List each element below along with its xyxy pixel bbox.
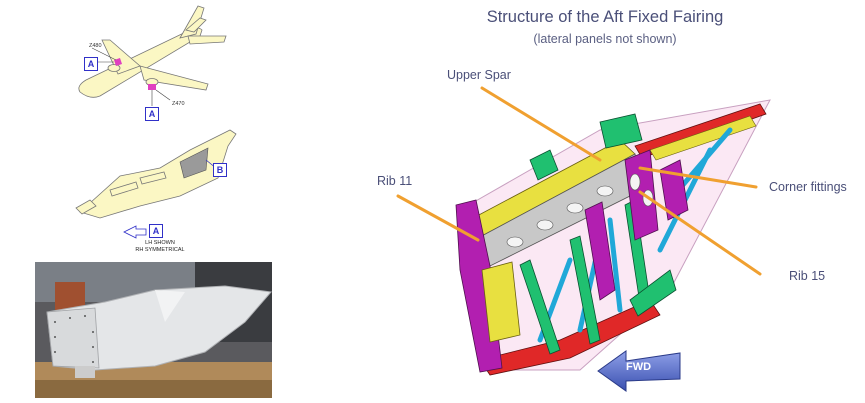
rib-11-leader: [396, 194, 480, 242]
green-ribs: [519, 113, 677, 355]
view-a-label-top: A: [84, 57, 98, 71]
view-a-label-bottom: A: [145, 107, 159, 121]
rib-15-shape: [624, 149, 659, 241]
zone-480-label: Z480: [89, 43, 102, 49]
zone-470-label: Z470: [172, 101, 185, 107]
magenta-ribs: [455, 149, 689, 373]
aft-fairing-structure-drawing: [455, 99, 771, 376]
callout-corner-fittings: Corner fittings: [769, 180, 847, 194]
callout-rib-15: Rib 15: [789, 269, 826, 283]
view-a-label-small: A: [149, 224, 163, 238]
aircraft-location-diagram: [75, 5, 237, 239]
symmetry-note-line2: RH SYMMETRICAL: [135, 247, 185, 253]
symmetry-note-line1: LH SHOWN: [145, 240, 175, 246]
fairing-highlight-bottom: [148, 84, 156, 90]
fwd-arrow-label: FWD: [626, 361, 652, 373]
symmetry-note: LH SHOWN RH SYMMETRICAL: [120, 240, 200, 254]
fairing-iso-view: [75, 129, 237, 219]
page-title: Structure of the Aft Fixed Fairing: [486, 8, 724, 26]
callout-upper-spar: Upper Spar: [447, 68, 511, 82]
rib-15-leader: [638, 190, 762, 276]
corner-fittings-leader: [638, 166, 758, 189]
callout-rib-11: Rib 11: [377, 174, 413, 188]
fairing-photo: [35, 262, 272, 398]
page-subtitle: (lateral panels not shown): [533, 32, 677, 46]
aircraft-top-view: [78, 5, 227, 98]
fwd-arrow-icon: [597, 350, 681, 392]
lower-frame: [479, 299, 661, 376]
small-fwd-arrow-icon: [123, 225, 147, 239]
view-b-label: B: [213, 163, 227, 177]
fairing-highlight-grey: [179, 147, 209, 179]
upper-spar-leader: [480, 86, 602, 162]
